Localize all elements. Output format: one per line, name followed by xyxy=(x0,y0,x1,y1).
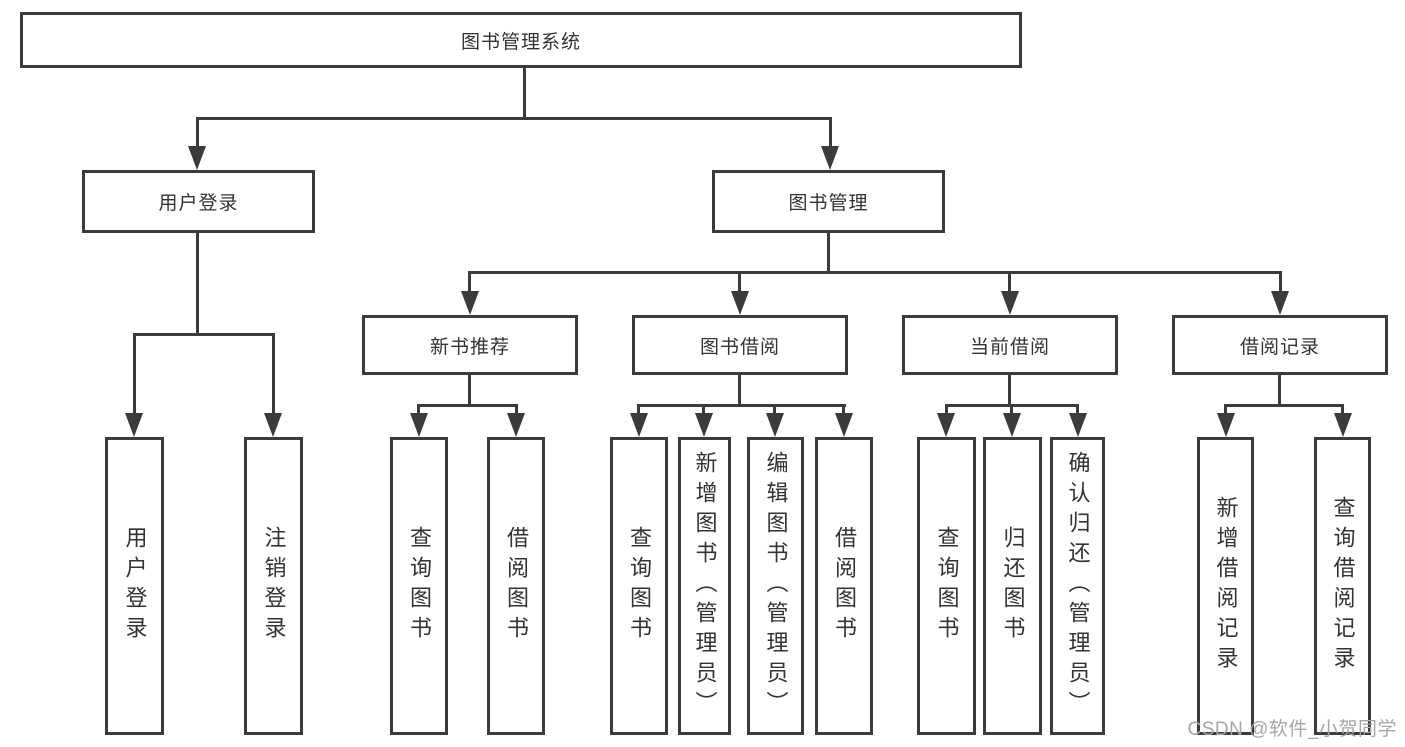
leaf-query-books-current: 查询图书 xyxy=(917,437,976,735)
arrow-down-icon xyxy=(766,413,784,437)
arrow-down-icon xyxy=(264,413,282,437)
connector-line xyxy=(842,404,845,413)
leaf-add-book-admin: 新增图书（管理员） xyxy=(678,437,731,735)
node-label: 图书借阅 xyxy=(699,336,780,358)
connector-line xyxy=(1008,271,1011,291)
connector-line xyxy=(417,404,420,413)
node-label: 归还图书 xyxy=(1000,526,1026,646)
node-label: 注销登录 xyxy=(261,526,287,646)
node-label: 新增图书（管理员） xyxy=(692,451,718,721)
node-label: 当前借阅 xyxy=(969,336,1050,358)
node-label: 新书推荐 xyxy=(429,336,510,358)
node-label: 用户登录 xyxy=(122,526,148,646)
leaf-edit-book-admin: 编辑图书（管理员） xyxy=(747,437,804,735)
arrow-down-icon xyxy=(630,413,648,437)
connector-line xyxy=(945,404,948,413)
connector-line xyxy=(468,271,471,291)
connector-line xyxy=(738,271,741,291)
node-label: 查询图书 xyxy=(934,526,960,646)
connector-line xyxy=(515,404,518,413)
node-label: 图书管理系统 xyxy=(460,31,581,53)
connector-line xyxy=(1341,404,1344,413)
node-label: 查询借阅记录 xyxy=(1330,496,1356,676)
node-label: 借阅记录 xyxy=(1239,336,1320,358)
arrow-down-icon xyxy=(507,413,525,437)
arrow-down-icon xyxy=(188,146,206,170)
leaf-query-borrow-record: 查询借阅记录 xyxy=(1314,437,1371,735)
connector-line xyxy=(1278,375,1281,406)
connector-line xyxy=(1008,375,1011,406)
node-label: 用户登录 xyxy=(158,193,239,214)
connector-line xyxy=(272,333,275,413)
leaf-add-borrow-record: 新增借阅记录 xyxy=(1197,437,1254,735)
watermark: CSDN @软件_小贺同学 xyxy=(1187,719,1397,740)
arrow-down-icon xyxy=(731,291,749,315)
arrow-down-icon xyxy=(461,291,479,315)
arrow-down-icon xyxy=(1217,413,1235,437)
node-new-book-recommend: 新书推荐 xyxy=(362,315,578,375)
connector-line xyxy=(773,404,776,413)
leaf-query-books-recommend: 查询图书 xyxy=(390,437,448,735)
node-label: 图书管理 xyxy=(788,193,869,214)
connector-line xyxy=(1279,271,1282,291)
leaf-return-books: 归还图书 xyxy=(983,437,1042,735)
node-label: 确认归还（管理员） xyxy=(1065,451,1091,721)
connector-line xyxy=(417,404,518,407)
node-book-management: 图书管理 xyxy=(712,170,945,233)
node-label: 借阅图书 xyxy=(504,526,529,646)
connector-line xyxy=(468,375,471,406)
leaf-logout: 注销登录 xyxy=(244,437,303,735)
arrow-down-icon xyxy=(1001,291,1019,315)
leaf-query-books-borrowing: 查询图书 xyxy=(610,437,668,735)
node-current-borrowing: 当前借阅 xyxy=(902,315,1118,375)
connector-line xyxy=(829,117,832,146)
connector-line xyxy=(738,375,741,406)
arrow-down-icon xyxy=(1271,291,1289,315)
node-label: 查询图书 xyxy=(407,526,432,646)
leaf-confirm-return-admin: 确认归还（管理员） xyxy=(1050,437,1105,735)
connector-line xyxy=(1010,404,1013,413)
connector-line xyxy=(196,117,199,146)
arrow-down-icon xyxy=(821,146,839,170)
connector-line xyxy=(133,333,136,413)
node-book-borrowing: 图书借阅 xyxy=(632,315,848,375)
connector-line xyxy=(637,404,640,413)
connector-line xyxy=(1224,404,1227,413)
arrow-down-icon xyxy=(125,413,143,437)
node-label: 编辑图书（管理员） xyxy=(763,451,789,721)
leaf-user-login: 用户登录 xyxy=(105,437,164,735)
arrow-down-icon xyxy=(1334,413,1352,437)
leaf-borrow-books-borrowing: 借阅图书 xyxy=(815,437,873,735)
node-label: 新增借阅记录 xyxy=(1213,496,1239,676)
node-borrowing-records: 借阅记录 xyxy=(1172,315,1388,375)
arrow-down-icon xyxy=(1069,413,1087,437)
arrow-down-icon xyxy=(1003,413,1021,437)
connector-line xyxy=(827,233,830,273)
node-label: 查询图书 xyxy=(627,526,652,646)
connector-line xyxy=(1076,404,1079,413)
leaf-borrow-books-recommend: 借阅图书 xyxy=(487,437,545,735)
connector-line xyxy=(468,271,1282,274)
connector-line xyxy=(523,67,526,119)
connector-line xyxy=(196,117,832,120)
node-library-system: 图书管理系统 xyxy=(20,12,1022,68)
node-label: 借阅图书 xyxy=(832,526,857,646)
arrow-down-icon xyxy=(835,413,853,437)
connector-line xyxy=(196,233,199,335)
connector-line xyxy=(133,333,275,336)
connector-line xyxy=(637,404,846,407)
arrow-down-icon xyxy=(937,413,955,437)
connector-line xyxy=(1224,404,1344,407)
arrow-down-icon xyxy=(410,413,428,437)
arrow-down-icon xyxy=(695,413,713,437)
node-user-login: 用户登录 xyxy=(82,170,315,233)
connector-line xyxy=(702,404,705,413)
